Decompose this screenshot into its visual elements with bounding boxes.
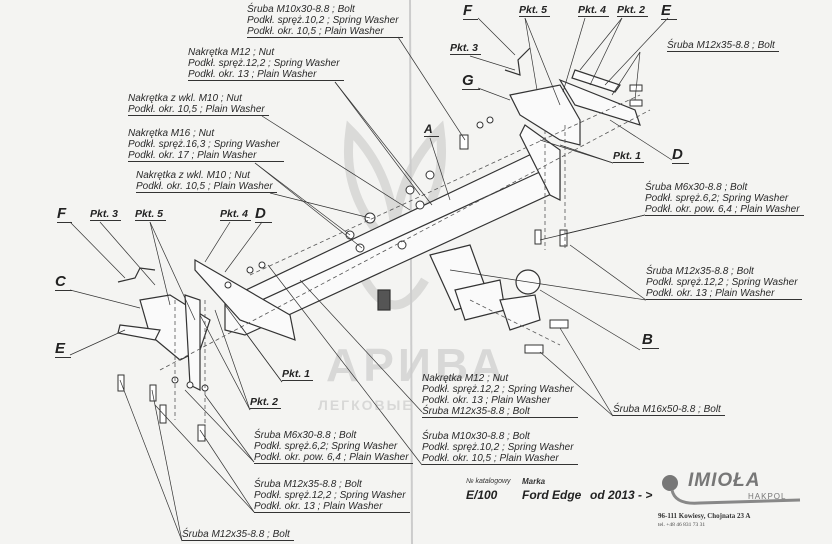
label-nut-m12-top: Nakrętka M12 ; Nut Podkł. spręż.12,2 ; S… xyxy=(188,47,344,81)
label-bolt-m16: Śruba M16x50-8.8 ; Bolt xyxy=(613,404,725,416)
point-tag-1-left: Pkt. 1 xyxy=(282,368,314,381)
label-line: Podkł. spręż.12,2 ; Spring Washer xyxy=(422,384,574,395)
label-line: Podkł. spręż.6,2; Spring Washer xyxy=(645,193,789,204)
label-nut-m12-center: Nakrętka M12 ; Nut Podkł. spręż.12,2 ; S… xyxy=(422,373,578,418)
part-letter-d-right: D xyxy=(672,146,689,164)
label-bolt-m10-center: Śruba M10x30-8.8 ; Bolt Podkł. spręż.10,… xyxy=(422,431,578,465)
label-line: Śruba M6x30-8.8 ; Bolt xyxy=(254,430,357,441)
label-bolt-m6-right: Śruba M6x30-8.8 ; Bolt Podkł. spręż.6,2;… xyxy=(645,182,804,216)
label-bolt-m12-bottom: Śruba M12x35-8.8 ; Bolt Podkł. spręż.12,… xyxy=(254,479,410,513)
company-phone: tel. +48 46 831 73 31 xyxy=(658,522,706,528)
point-tag-1-right: Pkt. 1 xyxy=(613,150,645,163)
point-tag-2-right: Pkt. 2 xyxy=(617,4,649,17)
point-tag-2-left: Pkt. 2 xyxy=(250,396,282,409)
label-bolt-m12-single: Śruba M12x35-8.8 ; Bolt xyxy=(182,529,294,541)
label-line: Podkł. okr. pow. 6,4 ; Plain Washer xyxy=(254,452,413,464)
assembly-axes xyxy=(159,94,651,430)
label-line: Nakrętka M12 ; Nut xyxy=(422,373,509,384)
point-tag-3-left: Pkt. 3 xyxy=(90,208,122,221)
label-line: Podkł. spręż.6,2; Spring Washer xyxy=(254,441,398,452)
label-line: Podkł. spręż.10,2 ; Spring Washer xyxy=(422,442,574,453)
label-bolt-m10-top: Śruba M10x30-8.8 ; Bolt Podkł. spręż.10,… xyxy=(247,4,403,38)
label-bolt-m12-top-right: Śruba M12x35-8.8 ; Bolt xyxy=(667,40,779,52)
point-tag-3-right: Pkt. 3 xyxy=(450,42,482,55)
label-line: Śruba M12x35-8.8 ; Bolt xyxy=(254,479,362,490)
label-line: Nakrętka M16 ; Nut xyxy=(128,128,215,139)
label-line: Śruba M10x30-8.8 ; Bolt xyxy=(247,4,355,15)
label-line: Podkł. okr. 13 ; Plain Washer xyxy=(422,395,551,406)
right-bracket xyxy=(504,47,641,201)
point-tag-4-left: Pkt. 4 xyxy=(220,208,252,221)
part-letter-b: B xyxy=(642,331,659,349)
label-nut-m10-b: Nakrętka z wkl. M10 ; Nut Podkł. okr. 10… xyxy=(136,170,277,193)
label-line: Podkł. okr. 10,5 ; Plain Washer xyxy=(128,104,269,116)
label-line: Śruba M10x30-8.8 ; Bolt xyxy=(422,431,530,442)
brand-subtitle: HAKPOL xyxy=(748,492,787,501)
watermark-text: АРИВА xyxy=(326,339,508,391)
point-tag-5-left: Pkt. 5 xyxy=(135,208,167,221)
label-line: Śruba M12x35-8.8 ; Bolt xyxy=(422,406,578,418)
part-letter-d-left: D xyxy=(255,205,272,223)
part-letter-e-right: E xyxy=(661,2,678,20)
brand-logo-text: IMIOŁA xyxy=(688,470,761,491)
watermark-emblem xyxy=(343,120,447,310)
part-letter-a: A xyxy=(424,122,439,137)
label-line: Podkł. spręż.12,2 ; Spring Washer xyxy=(254,490,406,501)
label-bolt-m6-bottom: Śruba M6x30-8.8 ; Bolt Podkł. spręż.6,2;… xyxy=(254,430,413,464)
company-address: 96-111 Kowiesy, Chojnata 23 A xyxy=(658,512,751,520)
part-letter-e-left: E xyxy=(55,340,72,358)
label-line: Śruba M12x35-8.8 ; Bolt xyxy=(646,266,754,277)
point-tag-5-right: Pkt. 5 xyxy=(519,4,551,17)
label-nut-m16: Nakrętka M16 ; Nut Podkł. spręż.16,3 ; S… xyxy=(128,128,284,162)
label-line: Śruba M6x30-8.8 ; Bolt xyxy=(645,182,748,193)
part-letter-f-left: F xyxy=(57,205,73,223)
label-bolt-m12-right: Śruba M12x35-8.8 ; Bolt Podkł. spręż.12,… xyxy=(646,266,802,300)
make-label: Marka xyxy=(522,477,546,486)
label-line: Podkł. okr. 13 ; Plain Washer xyxy=(188,69,344,81)
left-bracket xyxy=(117,258,296,391)
label-line: Podkł. okr. 10,5 ; Plain Washer xyxy=(136,181,277,193)
part-letter-f-right: F xyxy=(463,2,479,20)
model-years: od 2013 - > xyxy=(590,488,653,502)
label-line: Nakrętka z wkl. M10 ; Nut xyxy=(128,93,242,104)
label-line: Podkł. okr. pow. 6,4 ; Plain Washer xyxy=(645,204,804,216)
label-line: Podkł. spręż.12,2 ; Spring Washer xyxy=(188,58,340,69)
catalog-number: E/100 xyxy=(466,488,498,502)
vehicle-make: Ford Edge xyxy=(522,488,582,502)
label-line: Podkł. okr. 17 ; Plain Washer xyxy=(128,150,284,162)
watermark-subtext: ЛЕГКОВЫЕ xyxy=(318,397,414,413)
label-line: Podkł. spręż.10,2 ; Spring Washer xyxy=(247,15,399,26)
label-nut-m10-a: Nakrętka z wkl. M10 ; Nut Podkł. okr. 10… xyxy=(128,93,269,116)
label-line: Podkł. spręż.12,2 ; Spring Washer xyxy=(646,277,798,288)
part-letter-g: G xyxy=(462,72,480,90)
label-line: Śruba M16x50-8.8 ; Bolt xyxy=(613,404,725,416)
point-tag-4-right: Pkt. 4 xyxy=(578,4,610,17)
label-line: Śruba M12x35-8.8 ; Bolt xyxy=(667,40,779,52)
label-line: Śruba M12x35-8.8 ; Bolt xyxy=(182,529,294,541)
label-line: Podkł. okr. 13 ; Plain Washer xyxy=(254,501,410,513)
label-line: Podkł. okr. 10,5 ; Plain Washer xyxy=(247,26,403,38)
label-line: Podkł. okr. 10,5 ; Plain Washer xyxy=(422,453,578,465)
brand-logo-mark xyxy=(662,475,801,505)
catalog-number-label: № katalogowy xyxy=(466,478,511,485)
label-line: Podkł. spręż.16,3 ; Spring Washer xyxy=(128,139,280,150)
page-fold xyxy=(409,0,413,544)
label-line: Podkł. okr. 13 ; Plain Washer xyxy=(646,288,802,300)
label-line: Nakrętka M12 ; Nut xyxy=(188,47,275,58)
label-line: Nakrętka z wkl. M10 ; Nut xyxy=(136,170,250,181)
leader-lines xyxy=(69,17,673,542)
part-letter-c: C xyxy=(55,273,72,291)
